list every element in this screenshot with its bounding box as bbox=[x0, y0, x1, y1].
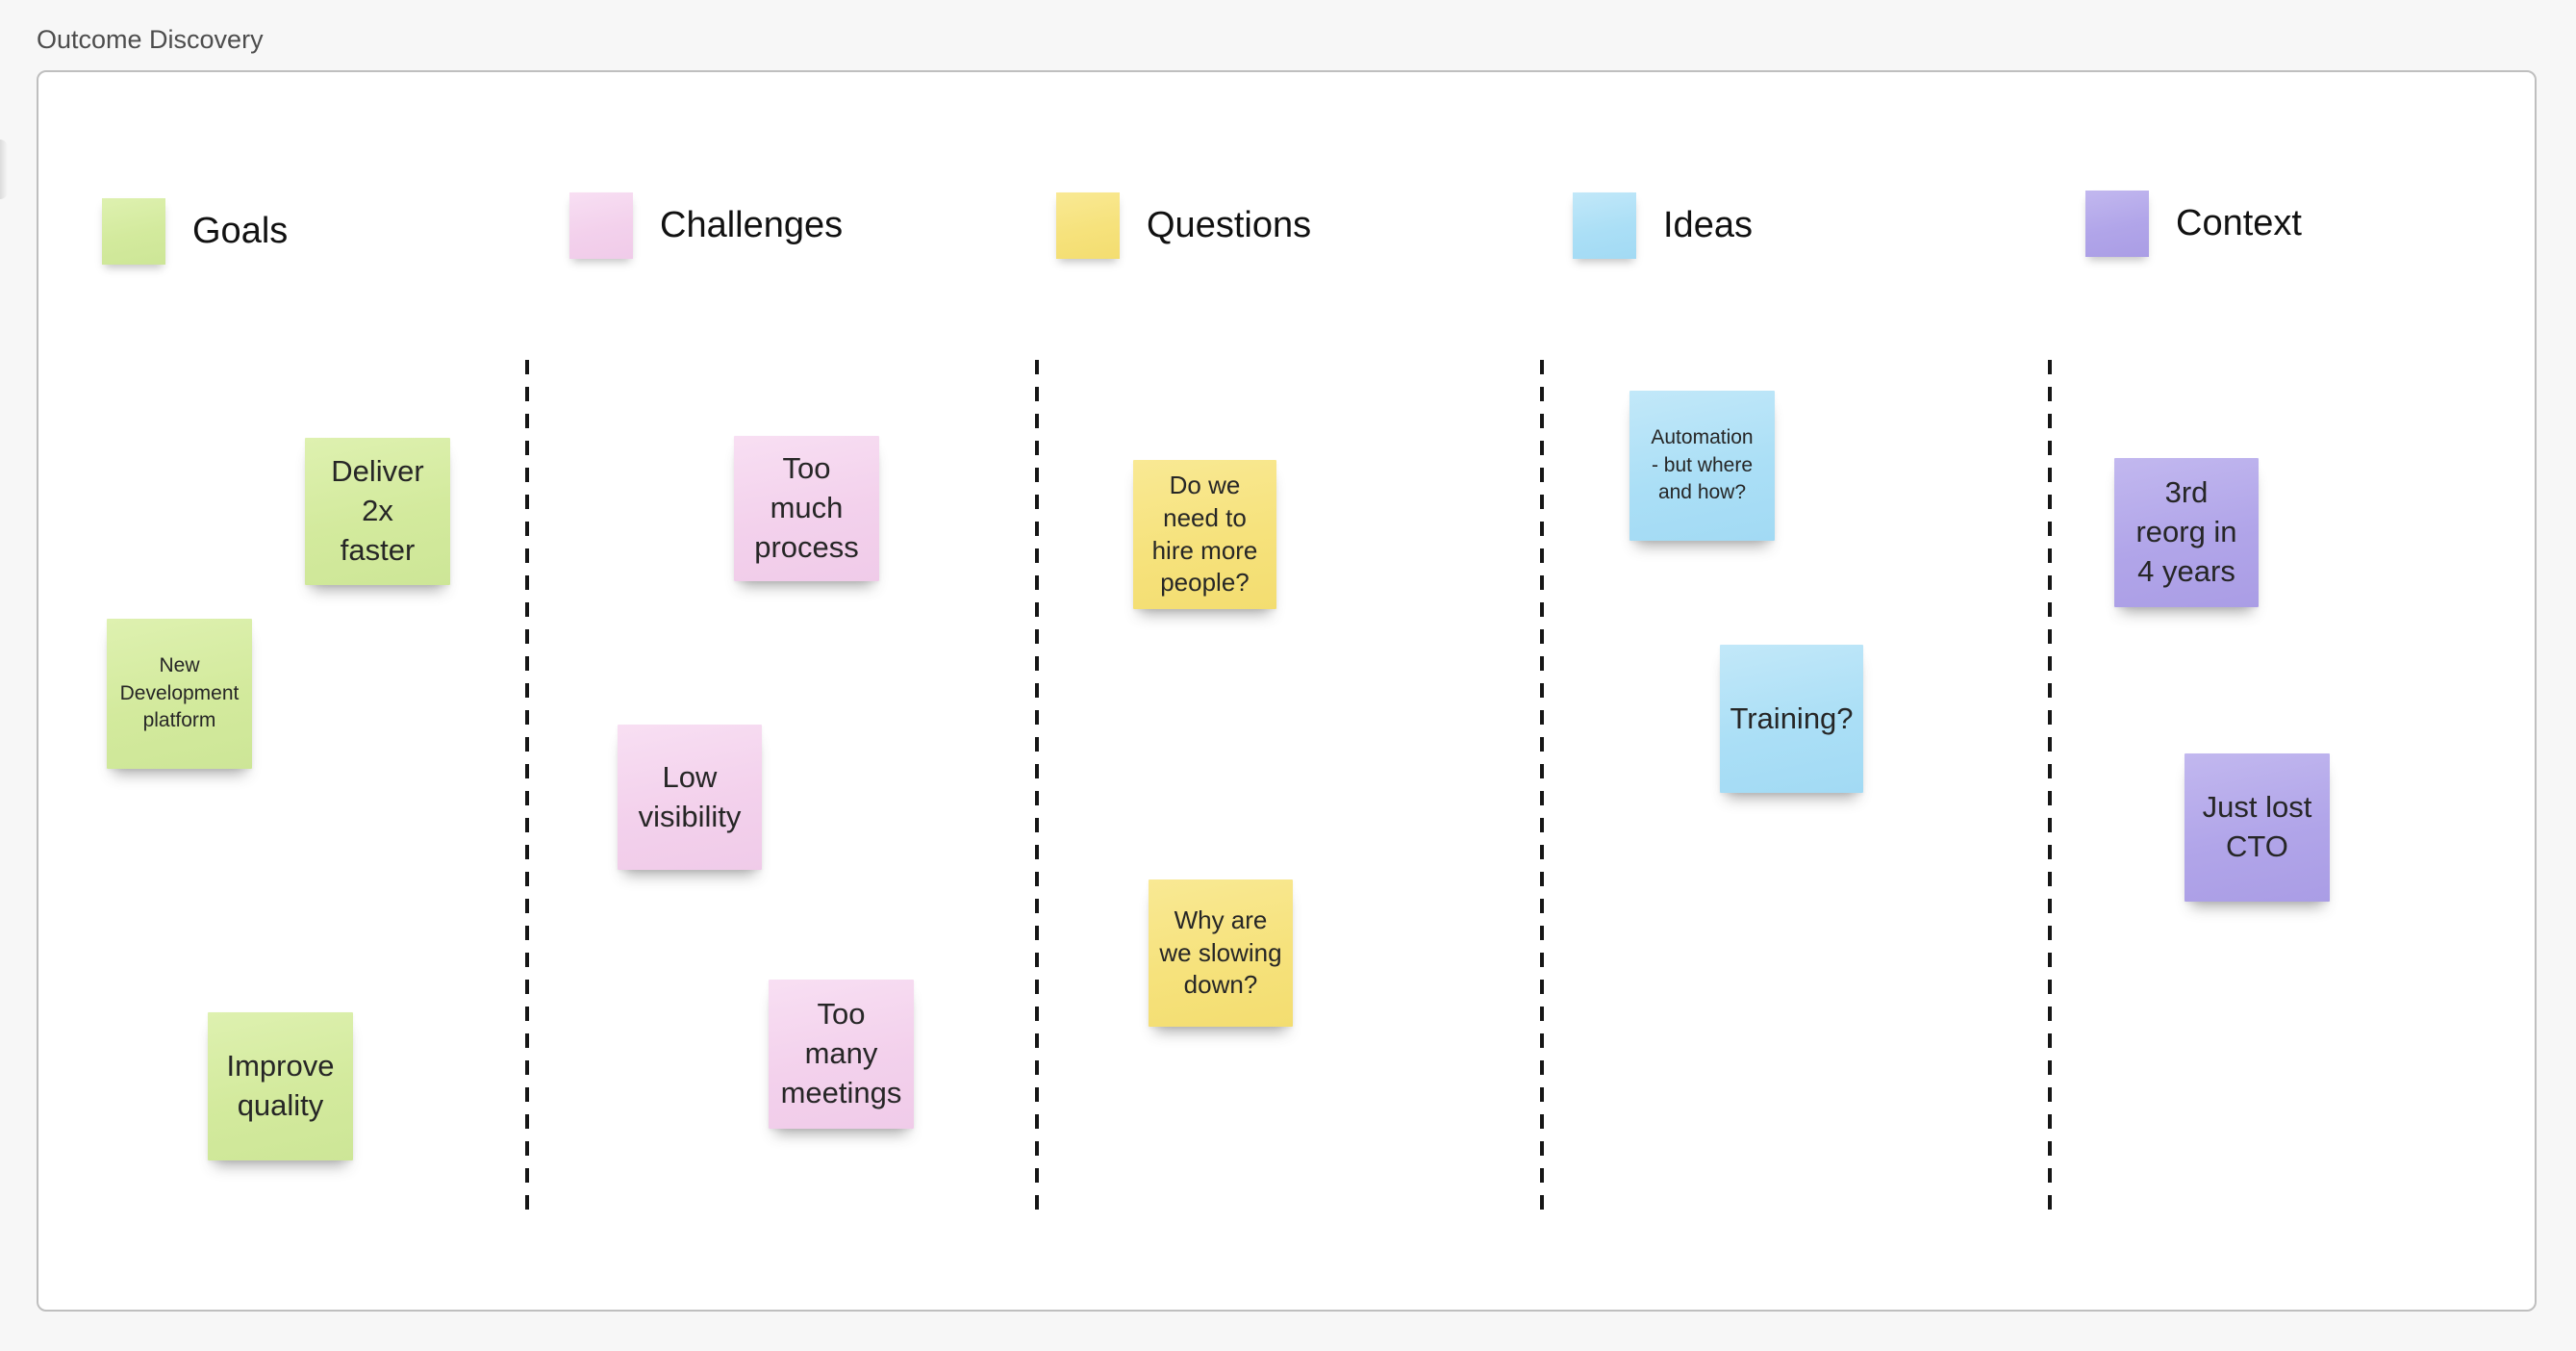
sticky-note-too-much-process[interactable]: Too much process bbox=[734, 436, 879, 581]
sticky-note-text: Improve quality bbox=[226, 1049, 335, 1122]
board-panel: Goals Challenges Questions Ideas Context… bbox=[37, 70, 2537, 1312]
sticky-note-text: Training? bbox=[1730, 701, 1854, 735]
background-card-edge bbox=[0, 140, 8, 199]
column-header-ideas: Ideas bbox=[1573, 192, 1753, 259]
sticky-note-automation[interactable]: Automation - but where and how? bbox=[1629, 391, 1775, 541]
sticky-note-text: Low visibility bbox=[638, 759, 742, 833]
sticky-note-text: Do we need to hire more people? bbox=[1151, 470, 1258, 598]
column-divider-3 bbox=[1540, 360, 1544, 1214]
column-swatch-goals[interactable] bbox=[102, 198, 165, 265]
sticky-note-text: Why are we slowing down? bbox=[1159, 905, 1282, 1000]
sticky-note-text: 3rd reorg in 4 years bbox=[2135, 475, 2237, 588]
column-divider-4 bbox=[2048, 360, 2052, 1214]
sticky-note-text: Too many meetings bbox=[780, 997, 902, 1109]
column-label-challenges[interactable]: Challenges bbox=[660, 205, 844, 245]
sticky-note-just-lost-cto[interactable]: Just lost CTO bbox=[2185, 753, 2330, 902]
sticky-note-low-visibility[interactable]: Low visibility bbox=[618, 725, 762, 870]
sticky-note-text: Too much process bbox=[754, 451, 859, 564]
sticky-note-deliver-2x-faster[interactable]: Deliver 2x faster bbox=[305, 438, 450, 585]
column-divider-2 bbox=[1035, 360, 1039, 1214]
sticky-note-new-development-platform[interactable]: New Development platform bbox=[107, 619, 252, 769]
column-label-goals[interactable]: Goals bbox=[192, 211, 289, 251]
page-title: Outcome Discovery bbox=[37, 25, 264, 54]
column-header-questions: Questions bbox=[1056, 192, 1311, 259]
column-header-challenges: Challenges bbox=[569, 192, 843, 259]
column-swatch-questions[interactable] bbox=[1056, 192, 1120, 259]
sticky-note-text: Deliver 2x faster bbox=[331, 454, 424, 567]
column-header-goals: Goals bbox=[102, 198, 288, 265]
sticky-note-3rd-reorg[interactable]: 3rd reorg in 4 years bbox=[2114, 458, 2259, 607]
sticky-note-text: Automation - but where and how? bbox=[1651, 426, 1754, 504]
column-label-questions[interactable]: Questions bbox=[1147, 205, 1312, 245]
column-label-ideas[interactable]: Ideas bbox=[1663, 205, 1753, 245]
sticky-note-too-many-meetings[interactable]: Too many meetings bbox=[769, 980, 914, 1129]
sticky-note-training[interactable]: Training? bbox=[1720, 645, 1863, 793]
column-swatch-challenges[interactable] bbox=[569, 192, 633, 259]
column-label-context[interactable]: Context bbox=[2176, 203, 2302, 243]
sticky-note-why-slowing-down[interactable]: Why are we slowing down? bbox=[1149, 879, 1293, 1027]
column-divider-1 bbox=[525, 360, 529, 1214]
column-header-context: Context bbox=[2085, 191, 2302, 257]
column-swatch-ideas[interactable] bbox=[1573, 192, 1636, 259]
sticky-note-text: New Development platform bbox=[119, 654, 240, 732]
sticky-note-hire-more-people[interactable]: Do we need to hire more people? bbox=[1133, 460, 1276, 609]
column-swatch-context[interactable] bbox=[2085, 191, 2149, 257]
sticky-note-improve-quality[interactable]: Improve quality bbox=[208, 1012, 353, 1160]
sticky-note-text: Just lost CTO bbox=[2202, 790, 2312, 863]
